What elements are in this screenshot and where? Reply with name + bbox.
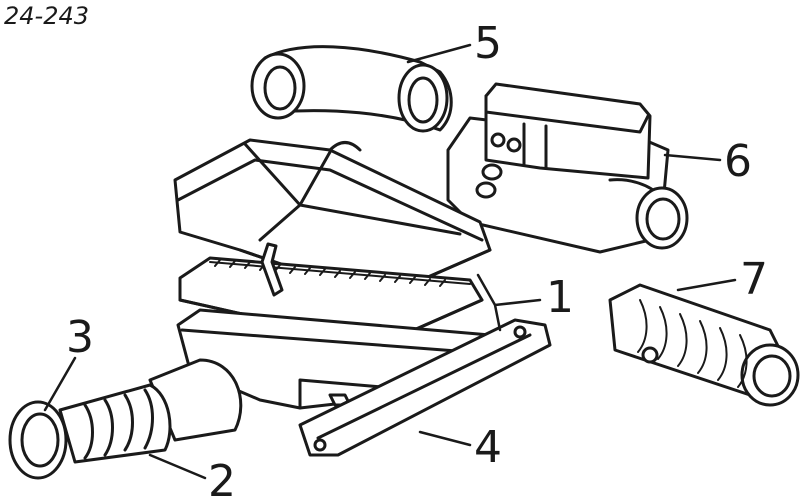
part-3-intake-end <box>8 400 68 480</box>
leader-7 <box>676 278 737 292</box>
part-7-lower-hose <box>608 283 800 407</box>
leader-2 <box>148 453 207 480</box>
leader-1 <box>476 273 542 332</box>
callout-7: 7 <box>740 254 768 305</box>
callout-1: 1 <box>546 272 574 323</box>
cover-clip <box>260 242 284 297</box>
leader-6 <box>663 153 722 162</box>
callout-2: 2 <box>208 456 236 499</box>
part-5-upper-hose <box>250 45 453 133</box>
leader-lines <box>43 43 737 480</box>
figure-reference: 24-243 <box>4 2 89 30</box>
callout-5: 5 <box>474 18 502 69</box>
part-2-inlet-duct <box>58 358 243 464</box>
callout-labels: 1 2 3 4 5 6 7 <box>66 18 768 499</box>
leader-5 <box>406 43 472 64</box>
leader-4 <box>418 430 472 447</box>
callout-6: 6 <box>724 136 752 187</box>
leader-3 <box>43 356 77 412</box>
part-6-air-flow-meter <box>446 82 689 254</box>
callout-4: 4 <box>474 422 502 473</box>
callout-3: 3 <box>66 312 94 363</box>
part-4-mounting-bracket <box>298 318 552 457</box>
